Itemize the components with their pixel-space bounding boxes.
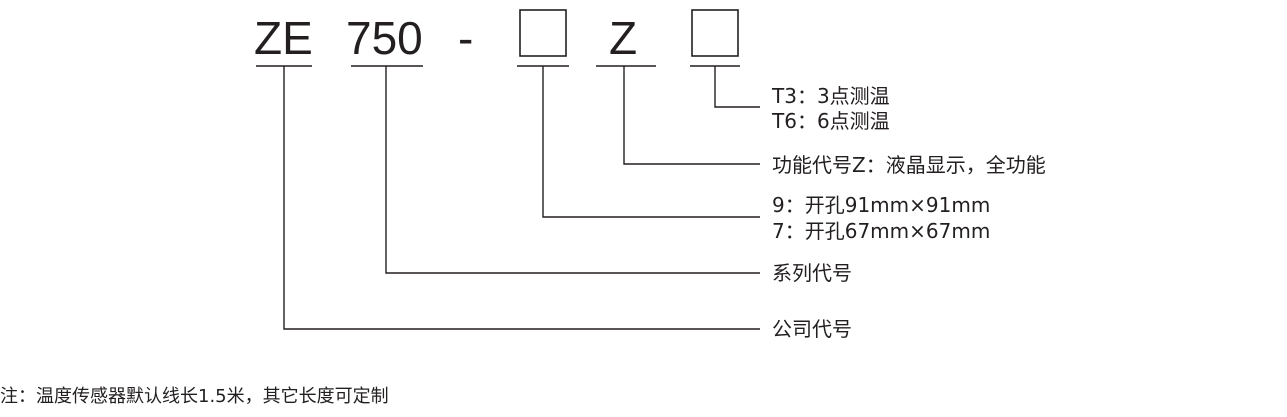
probe-code-box — [691, 9, 739, 57]
probe-t6-label: T6：6点测温 — [771, 109, 890, 133]
hole-7-label: 7：开孔67mm×67mm — [772, 219, 990, 243]
company-leader-line — [283, 66, 760, 330]
hole-9-label: 9：开孔91mm×91mm — [772, 193, 990, 217]
series-leader-line — [385, 66, 760, 274]
series-code-text: 750 — [346, 12, 423, 64]
function-code-text: Z — [609, 12, 637, 64]
probe-leader-line — [714, 66, 760, 108]
function-label: 功能代号Z：液晶显示，全功能 — [772, 153, 1046, 177]
company-label: 公司代号 — [772, 317, 852, 341]
footnote: 注：温度传感器默认线长1.5米，其它长度可定制 — [0, 386, 389, 407]
company-code-text: ZE — [254, 12, 313, 64]
series-label: 系列代号 — [772, 261, 852, 285]
hole-code-box — [519, 9, 567, 57]
dash-separator: - — [458, 12, 473, 64]
hole-leader-line — [542, 66, 760, 218]
probe-t3-label: T3：3点测温 — [771, 84, 890, 108]
function-leader-line — [623, 66, 760, 165]
